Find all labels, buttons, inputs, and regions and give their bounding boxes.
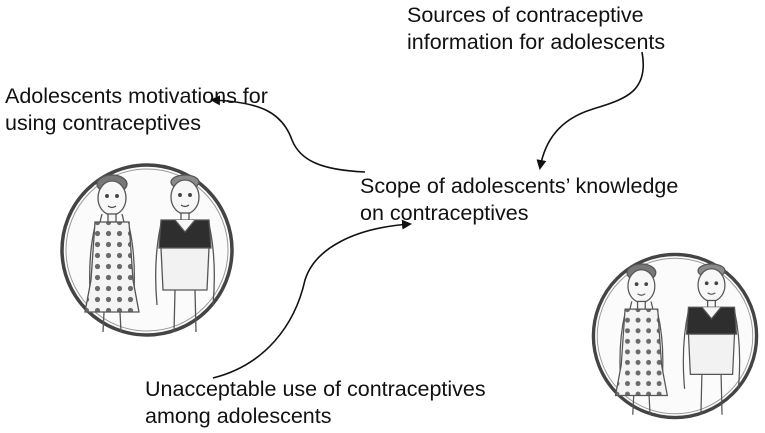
adolescents-illustration-left — [60, 163, 234, 337]
node-scope-of-knowledge: Scope of adolescents’ knowledge on contr… — [360, 174, 679, 225]
arrow-unacceptable-to-scope — [212, 219, 412, 379]
arrow-sources-to-scope — [536, 51, 645, 170]
adolescents-illustration-right — [591, 252, 759, 420]
node-sources-of-information: Sources of contraceptive information for… — [407, 3, 666, 54]
arrow-scope-to-motivations — [210, 95, 366, 173]
node-unacceptable-use: Unacceptable use of contraceptives among… — [145, 377, 486, 428]
node-adolescents-motivations: Adolescents motivations for using contra… — [5, 84, 268, 135]
